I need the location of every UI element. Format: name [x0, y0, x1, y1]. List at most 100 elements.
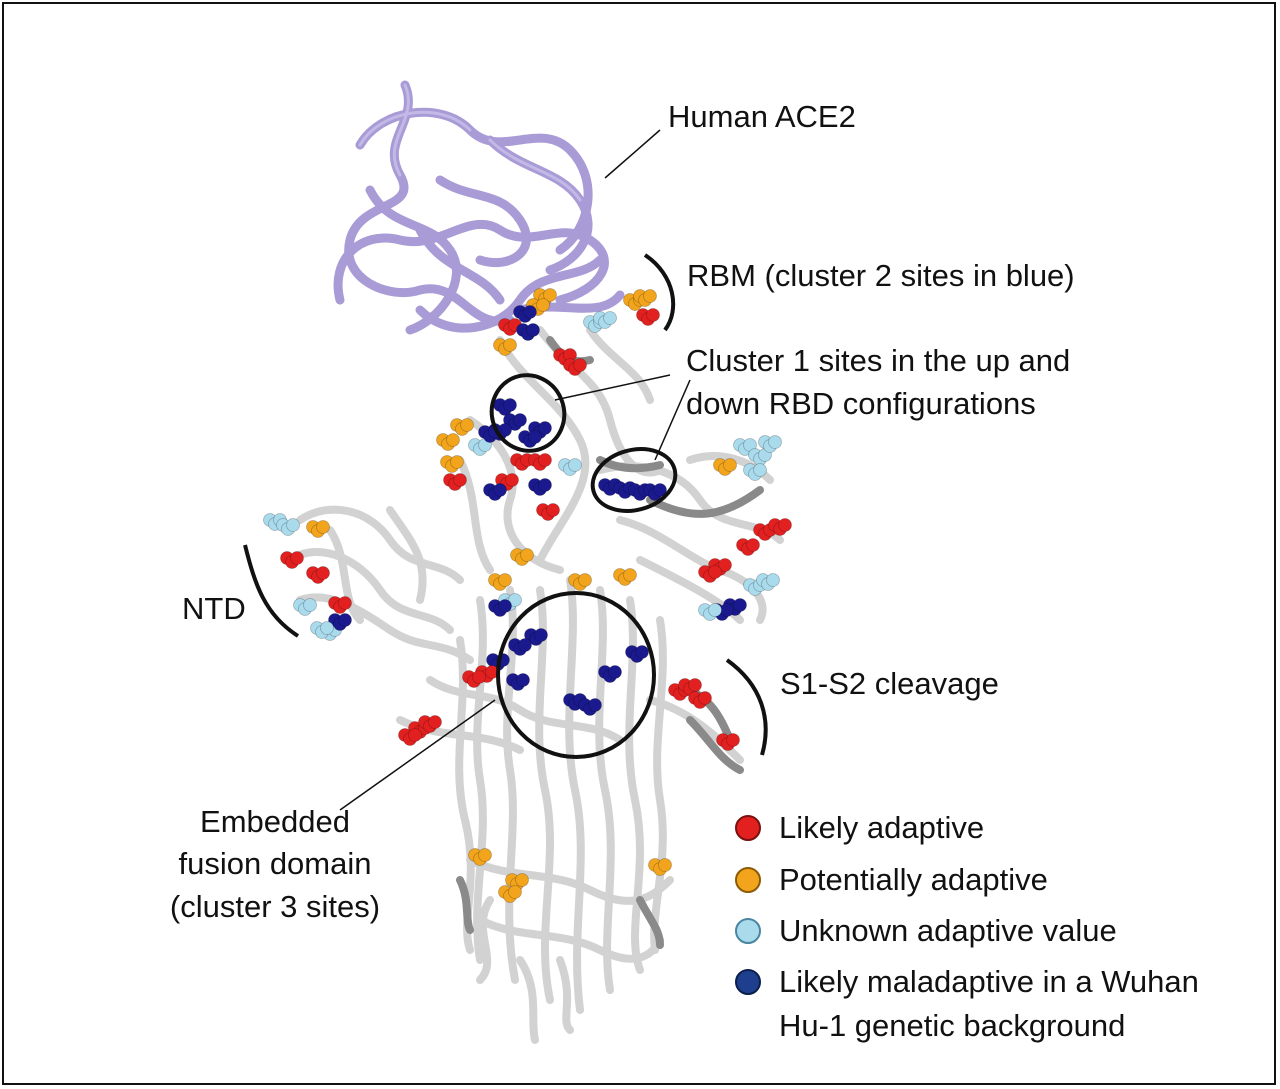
ace2-highlights — [358, 83, 582, 202]
site-marker — [472, 670, 486, 684]
site-marker — [316, 520, 330, 534]
site-marker — [536, 298, 550, 312]
site-marker — [534, 628, 548, 642]
site-marker — [446, 433, 460, 447]
legend-label: Likely adaptive — [779, 810, 985, 845]
site-marker — [508, 593, 522, 607]
site-marker — [603, 311, 617, 325]
site-marker — [303, 598, 317, 612]
site-marker — [338, 613, 352, 627]
legend-swatch-red — [735, 815, 761, 841]
cluster1-label-line2: down RBD configurations — [686, 386, 1036, 421]
site-marker — [568, 458, 582, 472]
site-marker — [538, 478, 552, 492]
site-marker — [608, 665, 622, 679]
site-marker — [408, 728, 422, 742]
ntd-bracket — [243, 544, 300, 638]
legend-swatch-orange — [735, 867, 761, 893]
cluster3-circle — [496, 591, 656, 759]
cluster1-circle-down — [590, 447, 678, 513]
site-marker — [573, 358, 587, 372]
cluster1-label-line1: Cluster 1 sites in the up and — [686, 343, 1071, 378]
site-marker — [658, 858, 672, 872]
site-marker — [698, 691, 712, 705]
ace2-label: Human ACE2 — [668, 99, 856, 134]
site-marker — [520, 548, 534, 562]
site-marker — [723, 458, 737, 472]
site-marker — [643, 289, 657, 303]
site-marker — [493, 483, 507, 497]
site-marker — [320, 621, 334, 635]
site-marker — [766, 573, 780, 587]
site-marker — [505, 473, 519, 487]
mutation-sites — [263, 288, 792, 903]
site-marker — [653, 483, 667, 497]
site-marker — [718, 558, 732, 572]
site-marker — [316, 566, 330, 580]
site-marker — [538, 453, 552, 467]
fusion-label-line1: Embedded — [200, 804, 350, 839]
site-marker — [635, 645, 649, 659]
site-marker — [508, 885, 522, 899]
ace2-structure — [333, 80, 625, 335]
site-marker — [503, 398, 517, 412]
site-marker — [338, 596, 352, 610]
site-marker — [726, 733, 740, 747]
site-marker — [516, 673, 530, 687]
ntd-label: NTD — [182, 591, 246, 626]
fusion-label-line2: fusion domain — [178, 846, 372, 881]
site-marker — [528, 430, 542, 444]
site-marker — [498, 573, 512, 587]
cluster1-leader-a — [554, 374, 671, 401]
ace2-leader — [604, 129, 661, 179]
legend-swatch-light-blue — [735, 918, 761, 944]
site-marker — [460, 418, 474, 432]
site-marker — [513, 413, 527, 427]
site-marker — [733, 598, 747, 612]
rbm-bracket — [643, 253, 676, 332]
legend-label: Unknown adaptive value — [779, 913, 1117, 948]
s1s2-bracket — [725, 658, 768, 756]
site-marker — [538, 421, 552, 435]
legend-label: Potentially adaptive — [779, 862, 1048, 897]
site-marker — [503, 338, 517, 352]
fusion-leader — [339, 699, 496, 811]
site-marker — [543, 288, 557, 302]
site-marker — [453, 473, 467, 487]
site-marker — [546, 503, 560, 517]
site-marker — [646, 308, 660, 322]
site-marker — [708, 565, 722, 579]
fusion-label-line3: (cluster 3 sites) — [169, 889, 381, 924]
site-marker — [286, 518, 300, 532]
legend-swatch-dark-blue — [735, 969, 761, 995]
site-marker — [688, 678, 702, 692]
site-marker — [428, 715, 442, 729]
legend-item-unknown: Unknown adaptive value — [735, 911, 1117, 951]
legend-label-continuation: Hu-1 genetic background — [779, 1008, 1126, 1043]
cluster1-circle-up — [489, 373, 567, 453]
site-marker — [518, 638, 532, 652]
site-marker — [708, 603, 722, 617]
site-marker — [753, 463, 767, 477]
legend-item-potentially-adaptive: Potentially adaptive — [735, 860, 1048, 900]
site-marker — [768, 435, 782, 449]
site-marker — [623, 568, 637, 582]
annotation-lines — [243, 129, 768, 811]
cluster1-leader-b — [654, 379, 691, 461]
legend-item-likely-adaptive: Likely adaptive — [735, 808, 984, 848]
site-marker — [515, 873, 529, 887]
site-marker — [720, 603, 734, 617]
site-marker — [290, 551, 304, 565]
site-marker — [778, 518, 792, 532]
site-marker — [526, 323, 540, 337]
site-marker — [578, 573, 592, 587]
legend-item-maladaptive: Likely maladaptive in a Wuhan — [735, 962, 1199, 1002]
site-marker — [746, 538, 760, 552]
cluster-circles — [489, 373, 678, 759]
site-marker — [450, 455, 464, 469]
s1s2-label: S1-S2 cleavage — [780, 666, 999, 701]
site-marker — [478, 848, 492, 862]
